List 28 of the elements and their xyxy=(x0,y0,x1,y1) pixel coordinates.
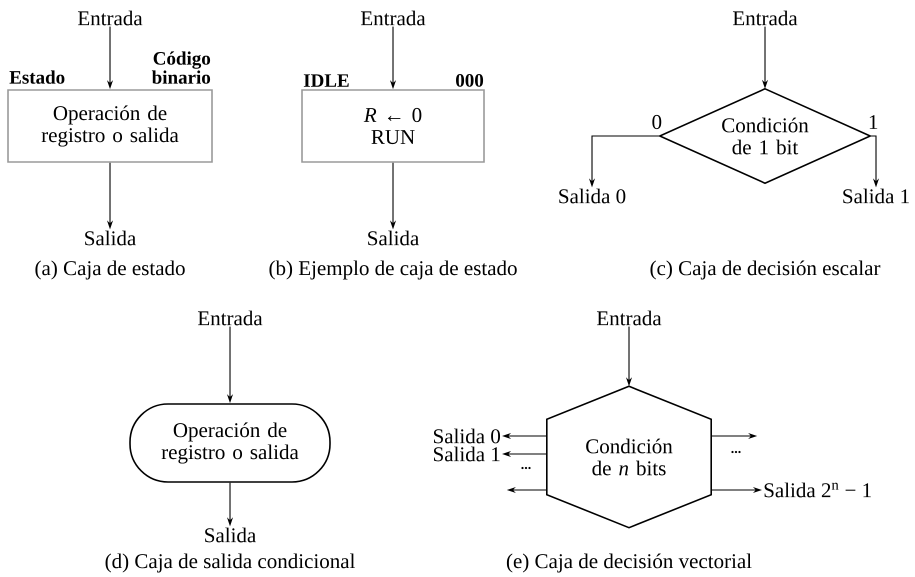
ellipsis: ... xyxy=(731,450,741,454)
state-box: R ← 0 RUN xyxy=(301,89,485,163)
conditional-box: Operación de registro o salida xyxy=(129,403,331,483)
flow-text: Salida 0 xyxy=(434,428,500,444)
flow-text: Entrada xyxy=(198,310,262,326)
flow-text: Entrada xyxy=(732,10,798,26)
flow-text: Entrada xyxy=(78,10,142,26)
caption: (e) Caja de decisión vectorial xyxy=(506,553,752,573)
state-label: IDLE xyxy=(304,74,349,87)
flow-text: Entrada xyxy=(360,10,426,26)
state-box: Operación de registro o salida xyxy=(7,89,213,163)
flow-text: Salida xyxy=(368,230,419,246)
caption: (b) Ejemplo de caja de estado xyxy=(269,260,517,280)
state-label: 000 xyxy=(456,74,484,87)
flow-text: Entrada xyxy=(596,310,662,326)
caption: (a) Caja de estado xyxy=(35,260,185,280)
caption: (d) Caja de salida condicional xyxy=(106,553,355,572)
state-label: Estado xyxy=(10,70,64,84)
flow-text: Salida 2$^{n}$ − 1 xyxy=(764,482,871,498)
flow-text: Salida xyxy=(205,528,256,542)
ellipsis: ... xyxy=(521,466,531,470)
caption: (c) Caja de decisión escalar xyxy=(650,260,880,280)
state-label: Código binario xyxy=(152,51,210,84)
flow-text: Salida xyxy=(85,230,136,246)
edge-label: 1 xyxy=(870,115,878,129)
flow-text: Salida 1 xyxy=(843,188,909,204)
flow-text: Salida 0 xyxy=(559,188,626,204)
flow-text: Salida 1 xyxy=(434,446,500,462)
